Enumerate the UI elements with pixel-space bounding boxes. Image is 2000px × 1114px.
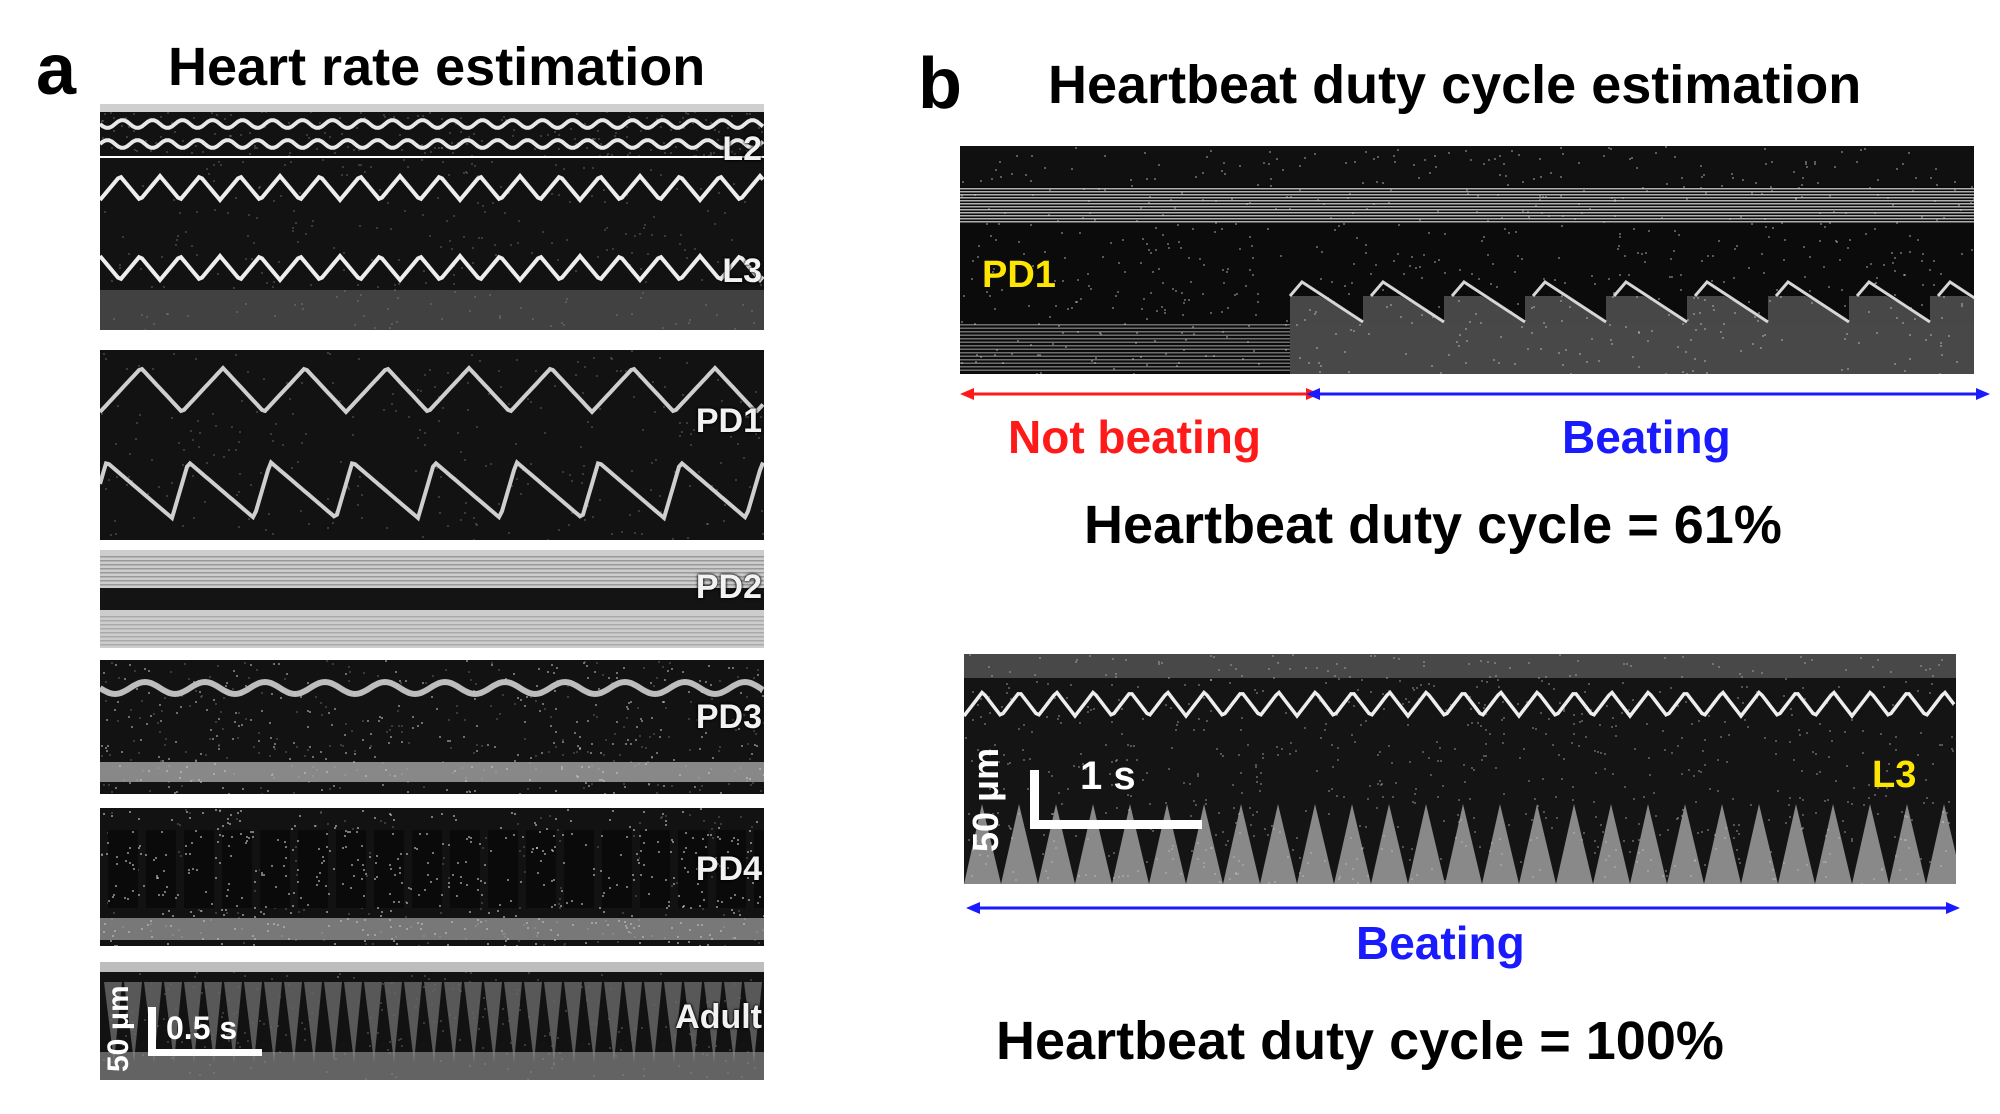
strip-label-pd4: PD4: [696, 852, 762, 886]
strip-label-l2: L2: [722, 132, 762, 166]
strip-label-l3: L3: [722, 254, 762, 288]
top-duty-cycle-result: Heartbeat duty cycle = 61%: [1084, 498, 1782, 552]
pd1-mmode-image: [960, 146, 1974, 374]
strip-pd3: [100, 660, 764, 794]
panel-b-scale-length: 50 μm: [968, 748, 1004, 852]
panel-a-title: Heart rate estimation: [168, 40, 705, 94]
not-beating-label: Not beating: [1008, 414, 1261, 460]
strip-pd2: [100, 550, 764, 648]
strip-label-adult: Adult: [675, 1000, 762, 1034]
strip-label-pd2: PD2: [696, 570, 762, 604]
strip-l3: [100, 158, 764, 330]
panel-a-scale-vertical: [148, 1007, 156, 1055]
not-beating-arrow: [960, 384, 1320, 404]
strip-l2: [100, 104, 764, 156]
beating-label-bottom: Beating: [1356, 920, 1525, 966]
beating-label-top: Beating: [1562, 414, 1731, 460]
panel-a-scale-horizontal: [148, 1049, 262, 1056]
strip-label-pd3: PD3: [696, 700, 762, 734]
panel-b-scale-horizontal: [1030, 820, 1202, 829]
l3-label: L3: [1872, 756, 1916, 794]
panel-b-scale-time: 1 s: [1080, 756, 1136, 796]
panel-a-letter: a: [36, 34, 76, 106]
panel-a-scale-length: 50 μm: [104, 985, 134, 1072]
panel-b-letter: b: [918, 48, 962, 120]
strip-label-pd1: PD1: [696, 404, 762, 438]
bottom-duty-cycle-result: Heartbeat duty cycle = 100%: [996, 1014, 1724, 1068]
strip-pd1: [100, 350, 764, 540]
strip-pd4: [100, 808, 764, 946]
panel-a-scale-time: 0.5 s: [166, 1012, 237, 1044]
pd1-label: PD1: [982, 256, 1056, 294]
panel-b-title: Heartbeat duty cycle estimation: [1048, 58, 1861, 112]
beating-arrow-bottom: [966, 898, 1960, 918]
beating-arrow-top: [1306, 384, 1990, 404]
